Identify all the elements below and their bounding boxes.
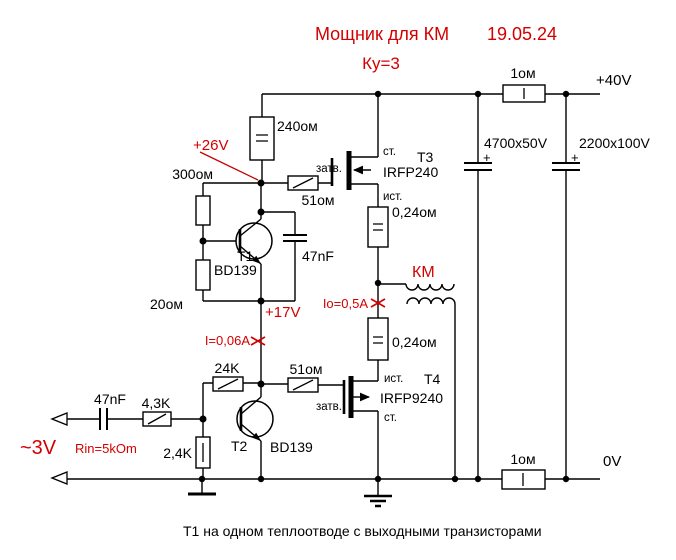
label-r-51-top: 51ом bbox=[302, 192, 335, 208]
t2-part-label: BD139 bbox=[270, 439, 313, 455]
label-r-2k4: 2,4K bbox=[163, 445, 192, 461]
page-title: Мощник для КМ bbox=[315, 24, 449, 44]
gain-label: Ку=3 bbox=[362, 54, 400, 73]
junction-dots bbox=[198, 90, 570, 483]
label-c-47nf-input: 47nF bbox=[94, 391, 126, 407]
wires bbox=[67, 93, 600, 495]
label-cap-4700: 4700x50V bbox=[484, 135, 548, 151]
vin-label: ~3V bbox=[20, 437, 57, 459]
capacitor-47nf-feedback bbox=[283, 234, 307, 242]
resistors bbox=[142, 84, 546, 490]
transistor-t1 bbox=[235, 218, 273, 265]
km-coil bbox=[405, 283, 456, 305]
v26-pointer-line bbox=[199, 151, 259, 181]
rail-zero-label: 0V bbox=[603, 453, 621, 470]
i-out-label: Io=0,5A bbox=[323, 296, 369, 311]
rin-label: Rin=5kOm bbox=[75, 441, 137, 456]
t4-part-label: IRFP9240 bbox=[380, 390, 443, 406]
mosfet-t3 bbox=[330, 151, 371, 190]
t3-ref-label: Т3 bbox=[417, 149, 434, 165]
label-r-supply-top: 1ом bbox=[510, 65, 535, 81]
t3-source-label: ист. bbox=[383, 191, 402, 203]
v17-label: +17V bbox=[265, 304, 300, 321]
t3-part-label: IRFP240 bbox=[383, 164, 438, 180]
current-probe-i006 bbox=[250, 336, 266, 346]
label-r-024-bottom: 0,24ом bbox=[392, 334, 437, 350]
label-r-51-bottom: 51ом bbox=[290, 361, 323, 377]
cap-2200-polarity: + bbox=[571, 150, 579, 165]
rail-positive-label: +40V bbox=[596, 72, 631, 89]
capacitor-47nf-input bbox=[99, 408, 108, 430]
resistor-300ohm bbox=[195, 195, 211, 226]
resistor-240ohm bbox=[249, 116, 275, 161]
resistor-20ohm bbox=[195, 259, 211, 291]
capacitor-4700uf bbox=[464, 162, 492, 171]
mosfet-t4 bbox=[342, 376, 370, 418]
label-r-300: 300ом bbox=[172, 166, 213, 182]
t2-ref-label: Т2 bbox=[231, 438, 248, 454]
t3-drain-label: ст. bbox=[383, 146, 396, 158]
t4-source-label: ист. bbox=[384, 373, 403, 385]
t4-drain-label: ст. bbox=[384, 412, 397, 424]
capacitors bbox=[99, 162, 580, 430]
t1-ref-label: Т1 bbox=[237, 248, 254, 264]
label-r-024-top: 0,24ом bbox=[392, 204, 437, 220]
t4-gate-label: затв. bbox=[316, 401, 342, 413]
label-r-supply-bottom: 1ом bbox=[510, 451, 535, 467]
v26-label: +26V bbox=[193, 137, 228, 154]
label-r-240: 240ом bbox=[277, 118, 318, 134]
input-arrow-bottom bbox=[50, 471, 68, 485]
label-r-24k: 24K bbox=[215, 360, 241, 376]
input-arrow-top bbox=[50, 412, 68, 426]
capacitor-2200uf bbox=[552, 162, 580, 171]
label-r-4k3: 4,3K bbox=[142, 395, 171, 411]
current-probe-io05 bbox=[370, 298, 386, 308]
label-c-47nf-feedback: 47nF bbox=[302, 248, 334, 264]
resistor-024ohm-bottom bbox=[367, 317, 389, 361]
transistor-t2 bbox=[236, 396, 274, 442]
t3-gate-label: затв. bbox=[316, 163, 342, 175]
i-bias-label: I=0,06A bbox=[205, 333, 251, 348]
resistor-024ohm-top bbox=[367, 206, 389, 248]
km-load-label: КМ bbox=[412, 264, 435, 281]
ground-symbol bbox=[364, 494, 392, 508]
t1-part-label: BD139 bbox=[214, 262, 257, 278]
label-r-20: 20ом bbox=[150, 296, 183, 312]
footer-caption: Т1 на одном теплоотводе с выходными тран… bbox=[183, 523, 542, 539]
t4-ref-label: Т4 bbox=[424, 371, 441, 387]
cap-4700-polarity: + bbox=[483, 150, 491, 165]
date-label: 19.05.24 bbox=[487, 24, 557, 44]
label-cap-2200: 2200x100V bbox=[579, 135, 651, 151]
